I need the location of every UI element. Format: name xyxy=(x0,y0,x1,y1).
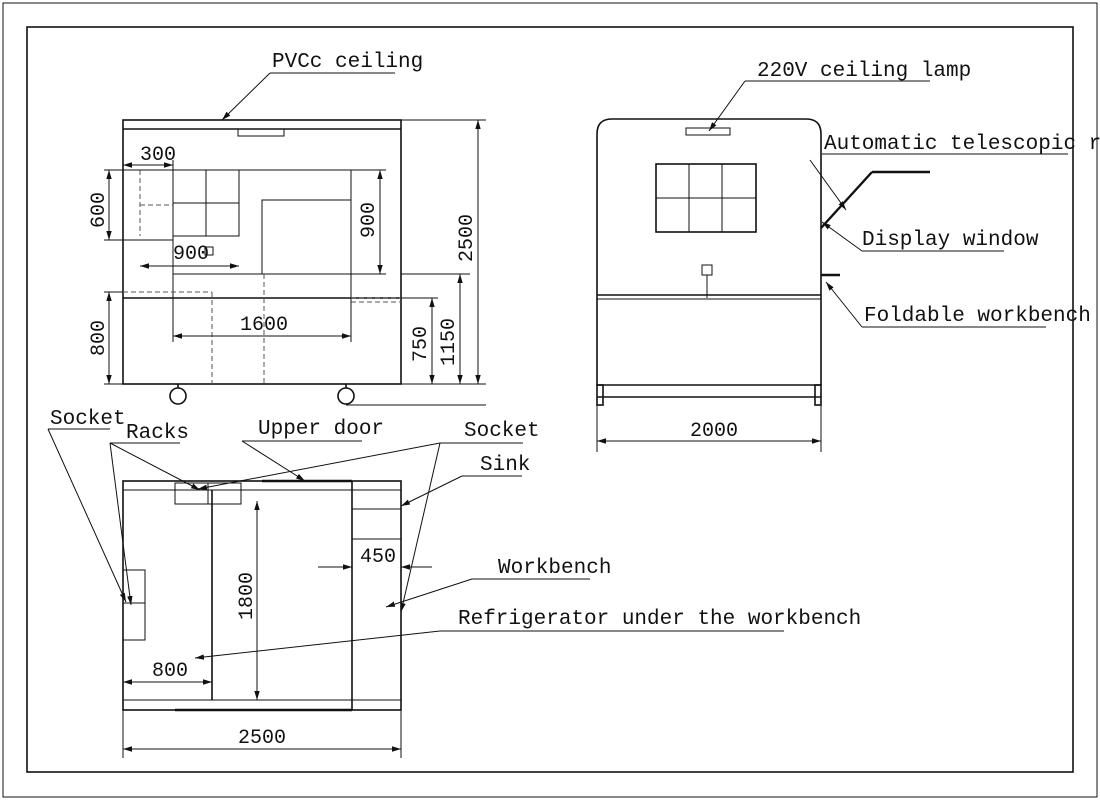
foldable-workbench-label: Foldable workbench xyxy=(864,305,1091,328)
ceiling-lamp-label: 220V ceiling lamp xyxy=(757,60,971,83)
display-window-label: Display window xyxy=(862,229,1039,252)
workbench-label: Workbench xyxy=(498,557,611,580)
socket-left-label: Socket xyxy=(50,408,126,431)
side-view xyxy=(596,118,930,406)
pvc-ceiling-callout: PVCc ceiling xyxy=(221,51,423,121)
side-view-callouts: 220V ceiling lamp Automatic telescopic r… xyxy=(708,60,1100,328)
dim-2500-horizontal: 2500 xyxy=(238,727,286,750)
dim-600: 600 xyxy=(88,192,111,228)
plan-view-callouts: Socket Racks Upper door Socket Sink Work… xyxy=(47,408,861,660)
dim-900-horizontal: 900 xyxy=(173,243,209,266)
front-view-dimensions: 300 600 900 900 2500 800 1600 750 xyxy=(88,119,486,406)
dim-800-horizontal: 800 xyxy=(152,660,188,683)
pvc-ceiling-label: PVCc ceiling xyxy=(272,51,423,74)
dim-2500-vertical: 2500 xyxy=(456,214,479,262)
racks-label: Racks xyxy=(126,422,189,445)
sink-label: Sink xyxy=(480,454,530,477)
front-view xyxy=(122,119,402,405)
dim-2000: 2000 xyxy=(690,420,738,443)
dim-300: 300 xyxy=(140,144,176,167)
dim-1600: 1600 xyxy=(240,314,288,337)
dim-1150: 1150 xyxy=(438,318,461,366)
telescopic-rod-label: Automatic telescopic rod xyxy=(824,133,1100,156)
side-view-dimensions: 2000 xyxy=(596,405,822,452)
dim-1800: 1800 xyxy=(236,572,259,620)
socket-right-label: Socket xyxy=(464,420,540,443)
upper-door-label: Upper door xyxy=(258,418,384,441)
dim-450: 450 xyxy=(360,546,396,569)
plan-view xyxy=(122,479,402,712)
dim-800-vertical: 800 xyxy=(88,320,111,356)
dim-900-vertical: 900 xyxy=(358,202,381,238)
dim-750: 750 xyxy=(410,326,433,362)
plan-view-dimensions: 1800 450 800 2500 xyxy=(122,501,432,758)
refrigerator-label: Refrigerator under the workbench xyxy=(458,608,861,631)
